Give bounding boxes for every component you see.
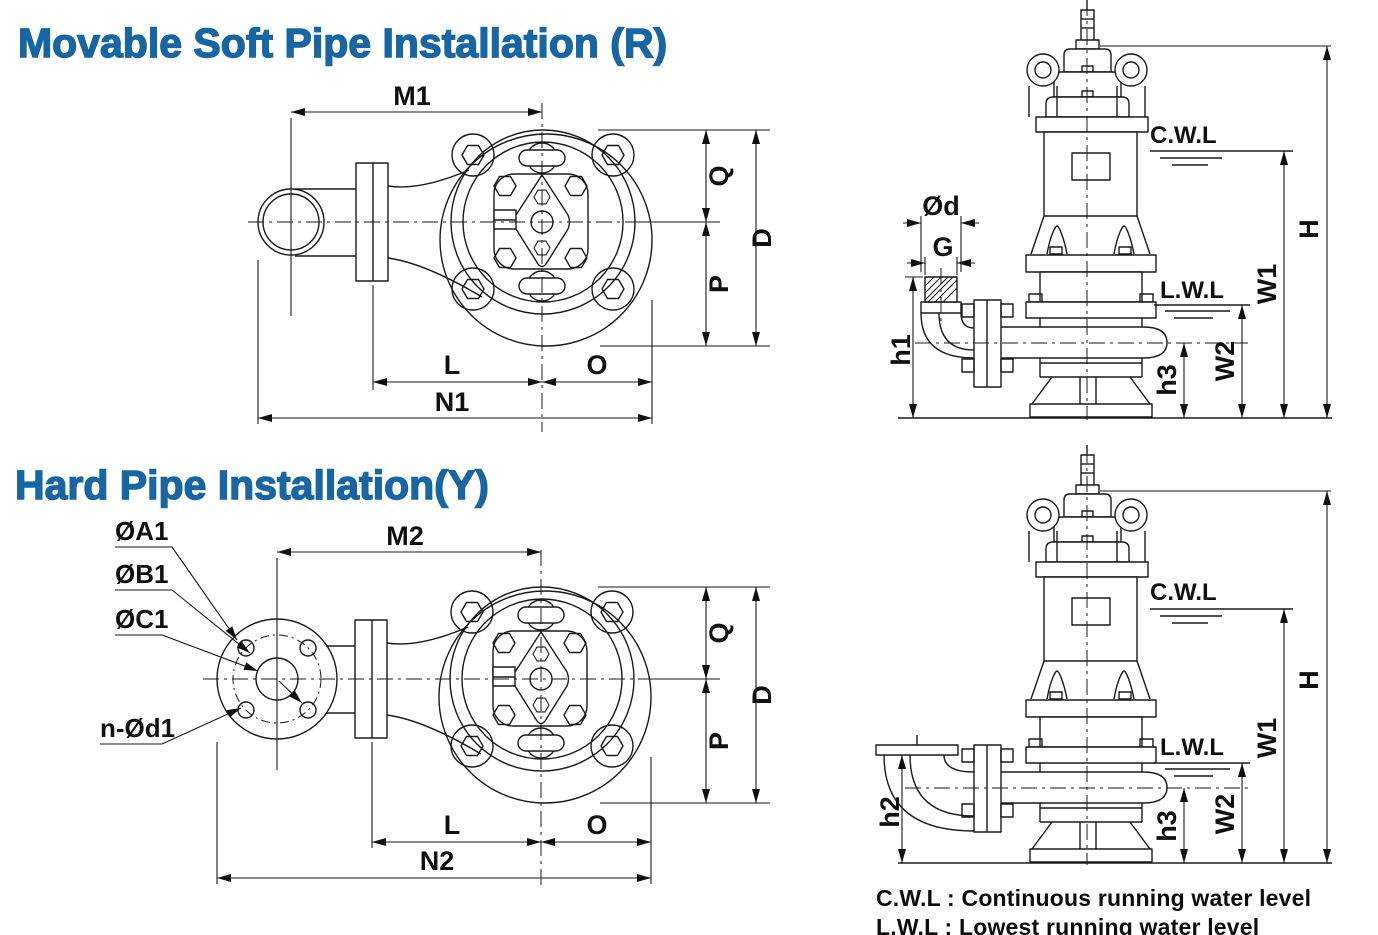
water-level-lwl-y: L.W.L <box>1154 734 1250 777</box>
dimension-g: G <box>907 232 975 275</box>
r-top-view: M1 Q D P L <box>248 81 777 432</box>
hard-pipe-flange-plate <box>875 744 959 756</box>
callout-label-a1: ØA1 <box>115 516 168 546</box>
dim-label-w2-y: W2 <box>1210 794 1240 835</box>
dimension-l: L <box>372 285 542 390</box>
dimension-h-y: H <box>1100 490 1331 863</box>
cwl-label: C.W.L <box>1150 122 1217 149</box>
dim-label-m2: M2 <box>386 521 424 551</box>
water-level-cwl-y: C.W.L <box>1150 579 1293 624</box>
legend-line-lwl: L.W.L : Lowest running water level <box>876 914 1260 935</box>
dim-label-o: O <box>586 350 607 380</box>
dim-label-h1: h1 <box>886 334 916 366</box>
dimension-d-y: D <box>600 587 777 804</box>
dim-label-h3: h3 <box>1152 364 1182 396</box>
dimension-q-y: Q <box>598 586 770 680</box>
dimension-m1: M1 <box>291 81 542 116</box>
water-level-legend: C.W.L : Continuous running water level L… <box>876 884 1311 935</box>
dimension-p-y: P <box>702 679 734 803</box>
dim-label-w1-y: W1 <box>1252 718 1282 759</box>
dim-label-m1: M1 <box>393 81 431 111</box>
dimension-w2-y: W2 <box>1210 763 1246 863</box>
dimension-l-y: L <box>371 742 541 848</box>
dim-label-g: G <box>932 232 953 262</box>
section-title-movable-soft-pipe: Movable Soft Pipe Installation (R) <box>17 19 668 66</box>
dim-label-od: Ød <box>922 191 960 221</box>
dim-label-h2: h2 <box>875 796 905 828</box>
dim-label-d: D <box>747 228 777 248</box>
dim-label-l-y: L <box>444 810 461 840</box>
dim-label-o-y: O <box>586 810 607 840</box>
dimension-o-y: O <box>541 757 652 884</box>
lwl-label: L.W.L <box>1160 277 1224 304</box>
dimension-od: Ød <box>903 191 979 272</box>
elbow-outer <box>920 312 975 359</box>
dimension-w1-r: W1 <box>1252 151 1288 418</box>
dim-label-h3-y: h3 <box>1152 810 1182 842</box>
dim-label-w2: W2 <box>1210 341 1240 382</box>
r-side-view: C.W.L L.W.L Ød <box>886 0 1333 420</box>
dimension-m2: M2 <box>277 521 541 556</box>
dim-label-h: H <box>1294 219 1324 239</box>
dimension-d: D <box>600 130 777 347</box>
dimension-q: Q <box>598 129 770 223</box>
callout-c1: ØC1 <box>115 604 259 672</box>
cwl-label-y: C.W.L <box>1150 579 1217 606</box>
y-side-view: C.W.L L.W.L h2 h3 W2 <box>875 444 1333 865</box>
dimension-w1-y: W1 <box>1252 609 1288 863</box>
dim-label-n2: N2 <box>420 846 455 876</box>
legend-line-cwl: C.W.L : Continuous running water level <box>876 885 1312 911</box>
dimension-h3-r: h3 <box>1152 343 1188 418</box>
dimension-p: P <box>702 222 734 346</box>
dimension-n2: N2 <box>216 742 651 884</box>
dim-label-p-y: P <box>704 732 734 750</box>
dim-label-w1: W1 <box>1252 264 1282 305</box>
dimension-h-r: H <box>1100 45 1331 418</box>
dim-label-n1: N1 <box>435 387 470 417</box>
dimension-w2-r: W2 <box>1210 305 1246 418</box>
callout-a1: ØA1 <box>115 516 238 641</box>
dim-label-h-y: H <box>1294 670 1324 690</box>
water-level-cwl-r: C.W.L <box>1150 122 1293 166</box>
dimension-n1: N1 <box>257 260 652 424</box>
dimension-h1: h1 <box>886 276 923 418</box>
dim-label-l: L <box>444 350 461 380</box>
dim-label-d-y: D <box>747 685 777 705</box>
callout-b1: ØB1 <box>115 559 251 654</box>
y-top-view: ØA1 ØB1 ØC1 n-Ød1 M2 <box>100 516 777 888</box>
callout-label-nd1: n-Ød1 <box>100 713 175 743</box>
dimension-o: O <box>542 300 653 424</box>
dim-label-p: P <box>704 275 734 293</box>
lwl-label-y: L.W.L <box>1160 734 1224 761</box>
callout-label-c1: ØC1 <box>115 604 168 634</box>
dim-label-q-y: Q <box>704 622 734 643</box>
callout-label-b1: ØB1 <box>115 559 168 589</box>
water-level-lwl-r: L.W.L <box>1154 277 1250 319</box>
elbow-outer-y <box>883 754 975 832</box>
dimension-h2: h2 <box>875 755 906 863</box>
dim-label-q: Q <box>704 165 734 186</box>
dimension-h3-y: h3 <box>1152 788 1188 863</box>
section-title-hard-pipe: Hard Pipe Installation(Y) <box>14 461 489 508</box>
callout-nd1: n-Ød1 <box>100 680 303 745</box>
